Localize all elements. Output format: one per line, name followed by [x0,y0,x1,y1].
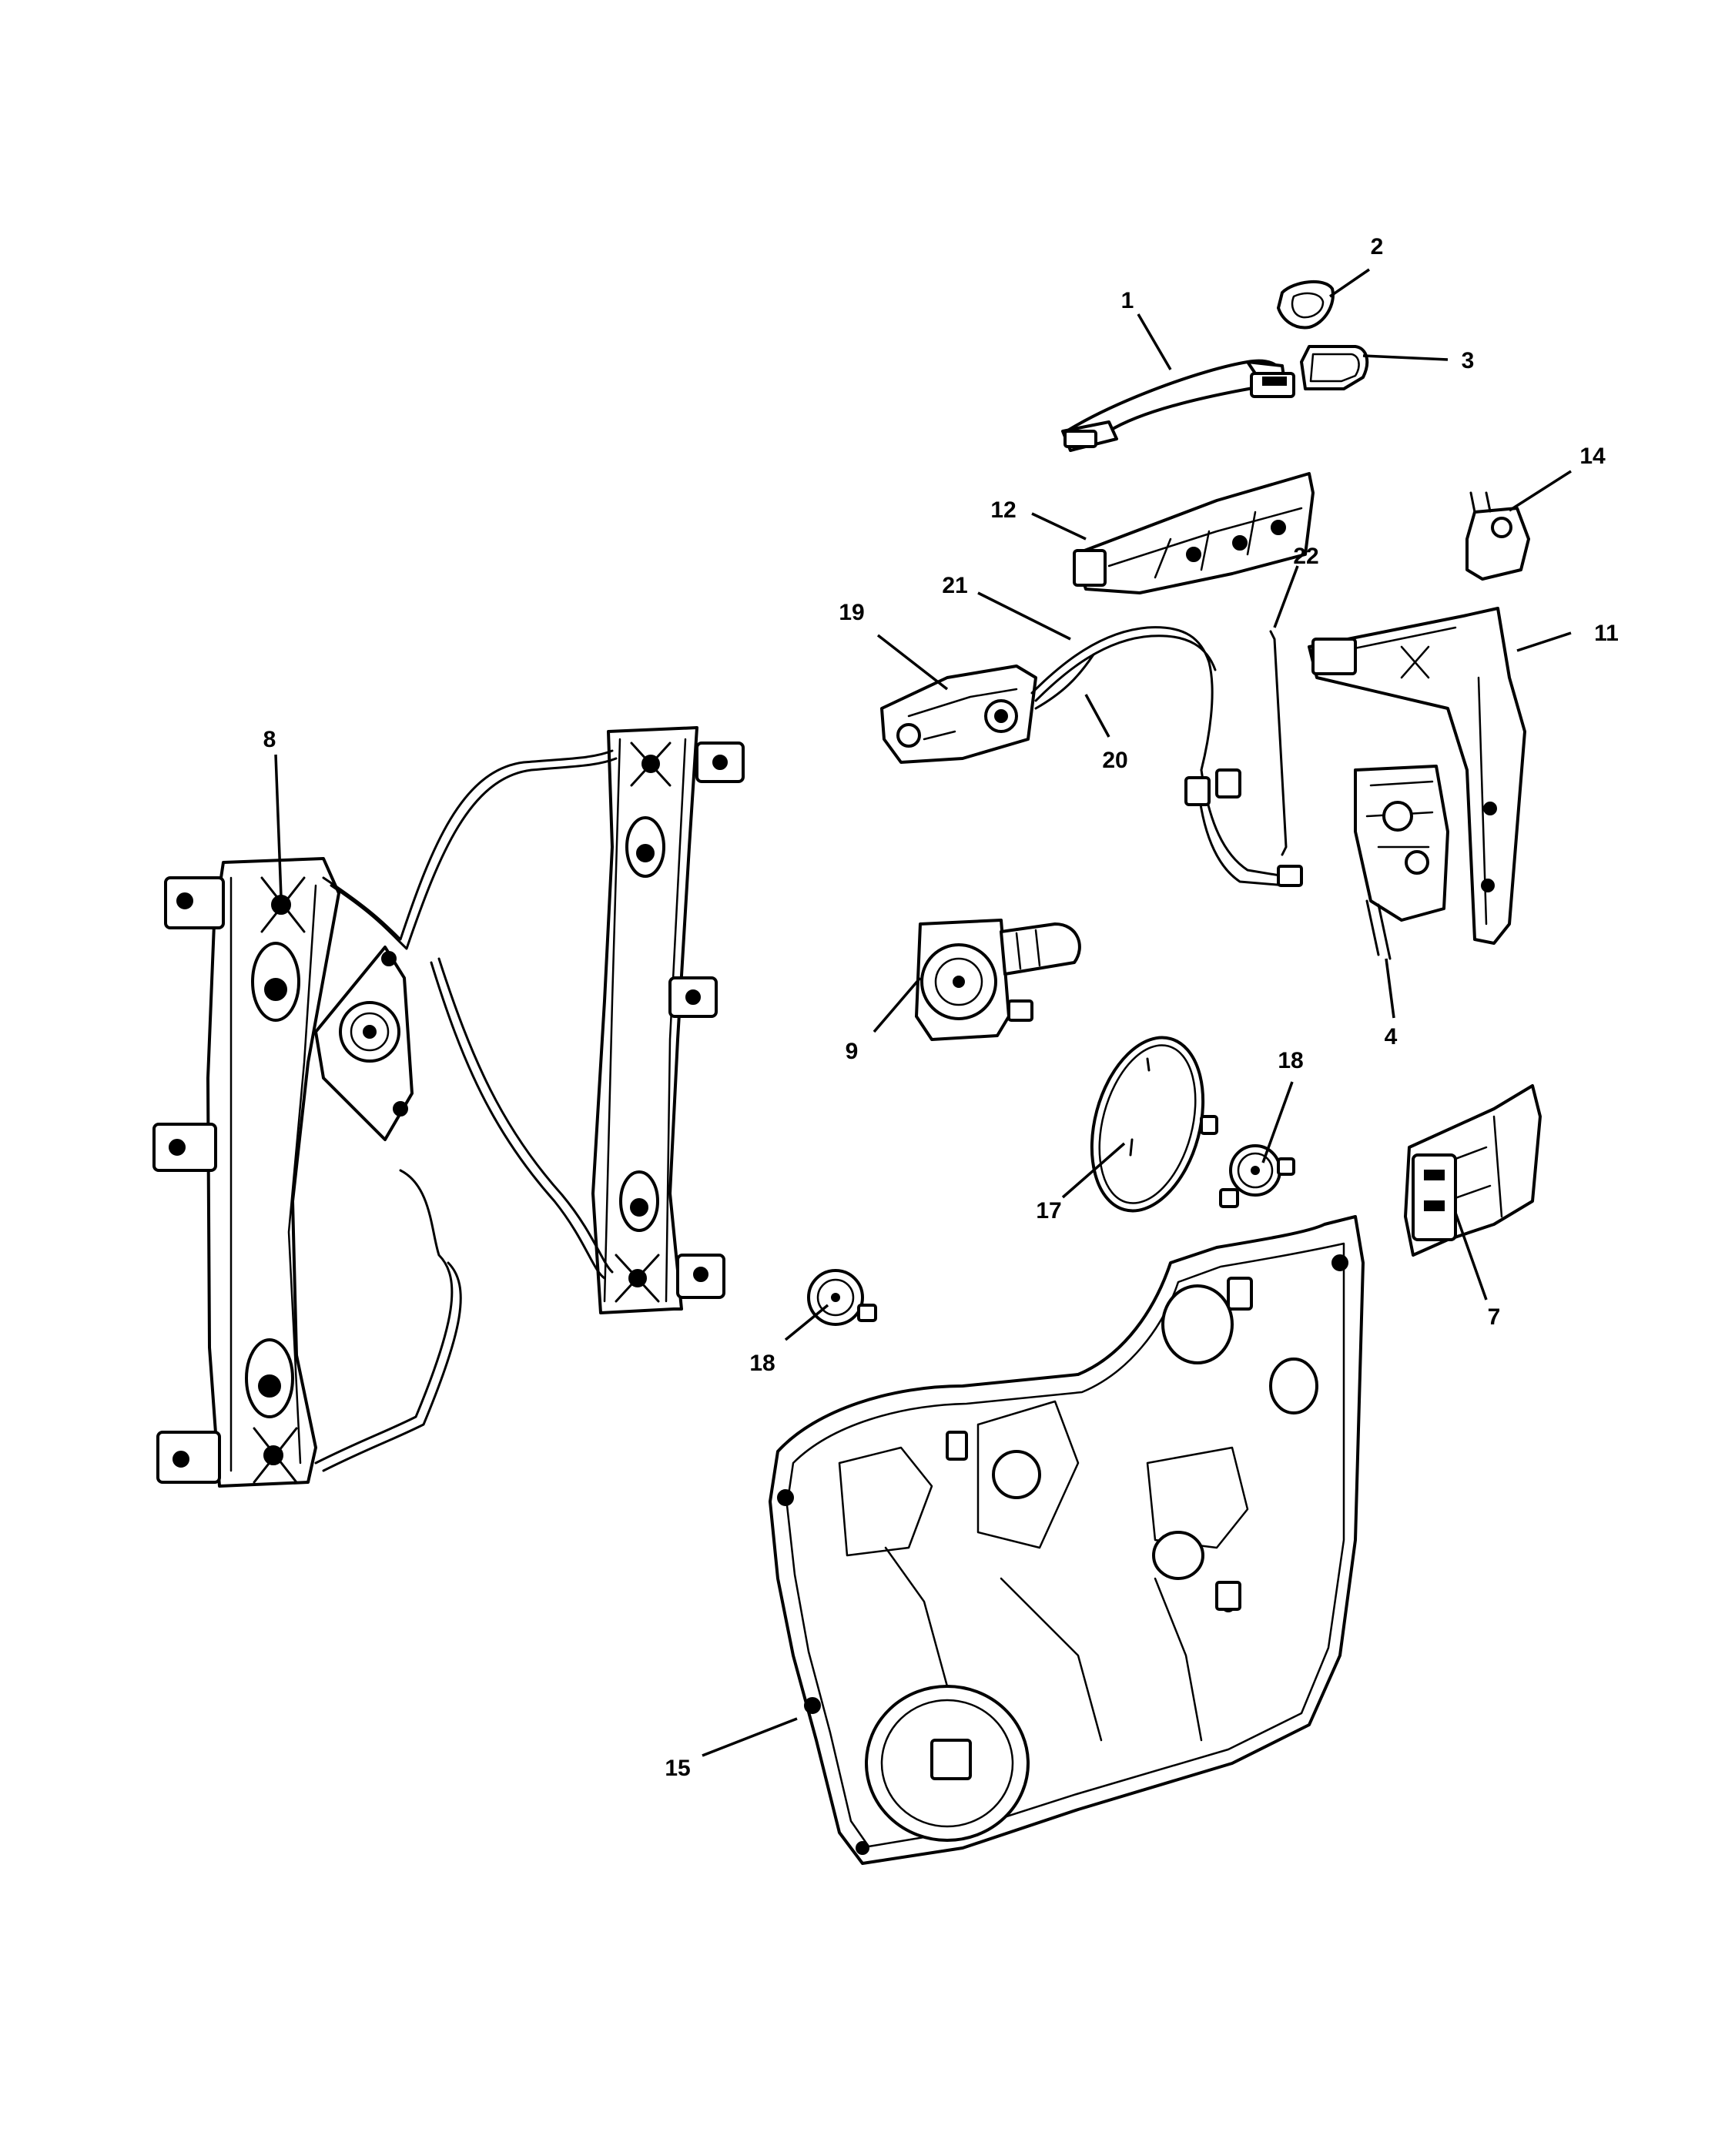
door-latch-part [1354,765,1449,960]
tweeter-speaker-upper-part [1219,1144,1295,1208]
callout-21: 21 [942,573,967,598]
latch-channel-part [1308,607,1526,945]
lock-actuator-part [880,665,1037,764]
callout-9: 9 [846,1039,859,1064]
access-cover-part [1090,1036,1218,1213]
door-carrier-panel-part [769,1215,1365,1865]
callout-4: 4 [1385,1024,1398,1050]
callout-20: 20 [1102,748,1127,773]
callout-2: 2 [1371,234,1384,259]
callout-18-upper: 18 [1278,1048,1303,1073]
leader-lines [274,268,1572,1757]
latch-rod-part [1269,630,1288,856]
callout-14: 14 [1579,444,1606,469]
latch-bracket-part [1465,491,1530,581]
callout-11: 11 [1594,621,1619,646]
callout-3: 3 [1462,348,1475,373]
window-regulator-part [152,726,745,1488]
callout-7: 7 [1488,1304,1501,1330]
window-motor-part [915,919,1081,1041]
callout-18-lower: 18 [749,1351,775,1376]
callout-17: 17 [1036,1198,1061,1224]
callout-22: 22 [1293,544,1318,569]
outside-handle-part [1061,359,1295,452]
handle-gasket-part [1300,345,1369,390]
release-cables-part [1030,626,1303,887]
callout-1: 1 [1121,288,1134,313]
handle-carrier-part [1073,472,1315,594]
callout-12: 12 [990,497,1016,523]
callout-19: 19 [839,600,864,625]
callout-15: 15 [665,1756,690,1781]
callout-8: 8 [263,727,276,752]
callouts: 1 2 3 14 12 21 22 19 11 20 8 9 4 18 17 7… [263,234,1619,1781]
tweeter-speaker-lower-part [807,1269,877,1326]
cylinder-bezel-part [1277,280,1335,330]
door-module-part [1404,1084,1542,1257]
